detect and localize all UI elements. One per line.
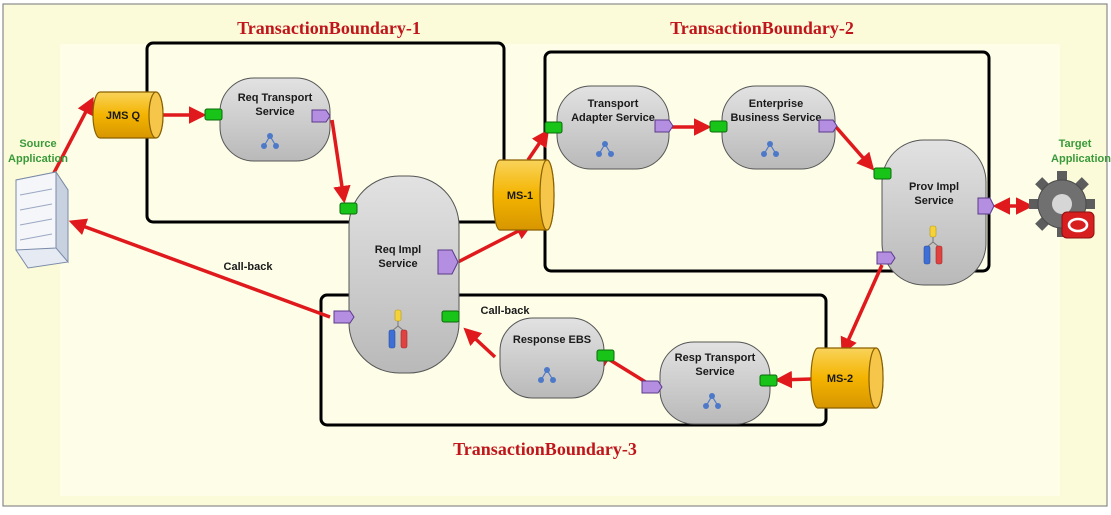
arrow-prov-impl-to-ms2 <box>840 264 884 356</box>
ms1-label: MS-1 <box>507 190 533 202</box>
transport-adapter-service: Transport Adapter Service <box>556 85 670 170</box>
outbound-port-icon <box>437 249 459 275</box>
req-impl-service: Req Impl Service <box>348 175 460 374</box>
target-label-1: Target <box>1059 138 1092 150</box>
inbound-port-icon <box>339 202 358 215</box>
jms-q-label: JMS Q <box>106 110 141 122</box>
ms2-queue: MS-2 <box>810 347 884 409</box>
source-label-1: Source <box>19 138 56 150</box>
req-impl-label-1: Req Impl <box>375 244 421 256</box>
server-icon <box>15 170 69 269</box>
inbound-port-icon <box>873 167 892 180</box>
outbound-port-icon <box>654 119 674 133</box>
source-label-2: Application <box>8 153 68 165</box>
transport-adapter-label-2: Adapter Service <box>571 112 655 124</box>
outbound-port-icon <box>641 380 663 394</box>
prov-impl-service: Prov Impl Service <box>881 139 987 286</box>
inbound-port-icon <box>544 121 563 134</box>
inbound-ports <box>204 108 892 387</box>
outbound-port-icon <box>818 119 838 133</box>
arrow-enterprise-to-prov-impl <box>834 125 875 171</box>
prov-impl-label-2: Service <box>914 195 953 207</box>
ms1-queue: MS-1 <box>492 159 555 231</box>
prov-impl-label-1: Prov Impl <box>909 181 959 193</box>
jms-q-queue: JMS Q <box>92 91 164 139</box>
arrow-req-impl-to-ms1 <box>457 223 534 264</box>
callback-label-left: Call-back <box>224 261 274 273</box>
req-impl-label-2: Service <box>378 258 417 270</box>
enterprise-business-label-1: Enterprise <box>749 98 803 110</box>
req-transport-label-2: Service <box>255 106 294 118</box>
arrow-req-transport-to-req-impl <box>330 119 351 204</box>
arrow-response-ebs-to-req-impl <box>463 327 497 359</box>
inbound-port-icon <box>709 120 728 133</box>
arrow-ms2-to-resp-transport <box>774 370 813 389</box>
inbound-port-icon <box>759 374 778 387</box>
enterprise-business-service: Enterprise Business Service <box>721 85 836 170</box>
outbound-port-icon <box>333 310 355 324</box>
inbound-port-icon <box>441 310 460 323</box>
gear-icon <box>1029 171 1095 239</box>
response-ebs-label: Response EBS <box>513 334 591 346</box>
boundary-title-3: TransactionBoundary-3 <box>453 439 637 459</box>
req-transport-label-1: Req Transport <box>238 92 313 104</box>
resp-transport-label-1: Resp Transport <box>675 352 756 364</box>
resp-transport-service: Resp Transport Service <box>659 341 771 425</box>
boundary-title-1: TransactionBoundary-1 <box>237 18 421 38</box>
inbound-port-icon <box>596 349 615 362</box>
outbound-port-icon <box>876 251 896 265</box>
arrow-callback-to-source <box>68 218 331 319</box>
outbound-port-icon <box>977 197 995 215</box>
ms2-label: MS-2 <box>827 373 853 385</box>
arrow-ms1-to-transport-adapter <box>526 129 549 161</box>
inbound-port-icon <box>204 108 223 121</box>
boundary-title-2: TransactionBoundary-2 <box>670 18 854 38</box>
resp-transport-label-2: Service <box>695 366 734 378</box>
response-ebs-service: Response EBS <box>499 317 605 399</box>
outbound-port-icon <box>311 109 331 123</box>
outbound-ports <box>311 109 995 394</box>
target-label-2: Application <box>1051 153 1111 165</box>
enterprise-business-label-2: Business Service <box>730 112 821 124</box>
flow-arrows <box>43 96 884 389</box>
callback-label-inner: Call-back <box>481 305 531 317</box>
transport-adapter-label-1: Transport <box>588 98 639 110</box>
